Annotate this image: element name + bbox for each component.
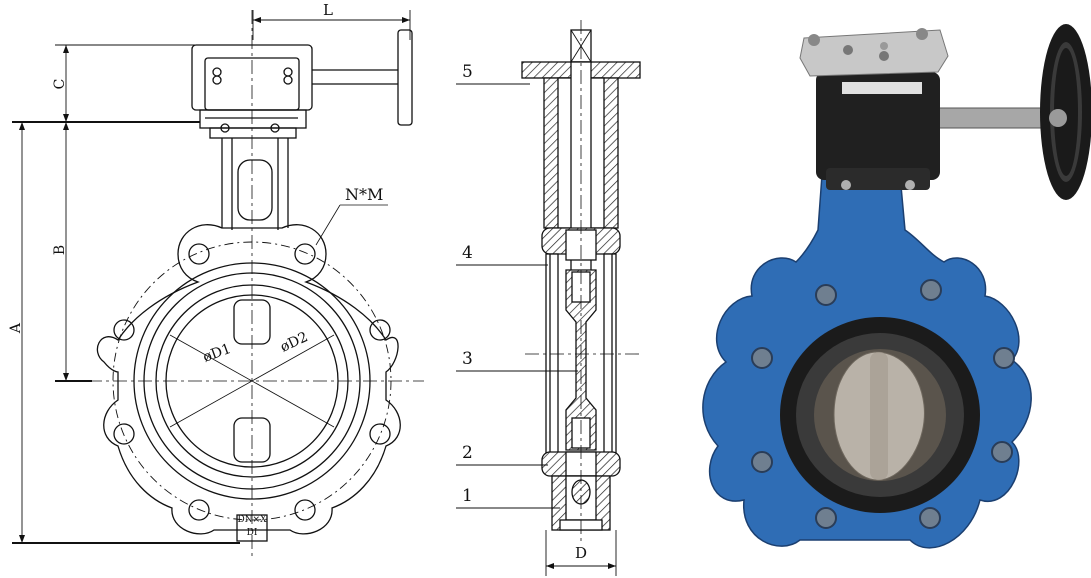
dim-d-label: D xyxy=(575,544,587,562)
part-label-4: 4 xyxy=(462,243,473,263)
handwheel-shaft xyxy=(934,107,1046,129)
gearbox-drawing xyxy=(191,29,413,139)
valve-product-photo xyxy=(702,24,1091,549)
dimension-a: A xyxy=(8,122,240,544)
dimension-b: B xyxy=(52,122,92,382)
body-mark-dn: DN×X xyxy=(237,515,267,525)
part-label-2: 2 xyxy=(462,443,473,463)
dim-b-label: B xyxy=(52,245,68,255)
dimension-l: L xyxy=(252,1,411,40)
d2-label: øD2 xyxy=(278,329,311,356)
bolt-holes xyxy=(751,279,1015,529)
d1-label: øD1 xyxy=(201,341,233,366)
dim-a-label: A xyxy=(8,322,24,334)
bolt-spec-label: N*M xyxy=(345,185,383,204)
section-view-drawing: D 5 4 3 2 1 xyxy=(456,20,641,576)
dimension-c: C xyxy=(52,44,195,122)
dim-c-label: C xyxy=(52,79,68,90)
handwheel-icon xyxy=(1040,24,1091,200)
neck-drawing xyxy=(221,138,289,230)
front-view-drawing: L C B A xyxy=(8,1,424,560)
part-label-5: 5 xyxy=(462,62,473,82)
gearbox-body xyxy=(816,72,940,180)
lug-body-drawing xyxy=(88,10,424,560)
body-mark-di: DI xyxy=(247,528,258,538)
dim-l-label: L xyxy=(323,1,333,19)
part-label-1: 1 xyxy=(462,486,473,506)
part-label-3: 3 xyxy=(462,349,473,369)
gearbox-cap xyxy=(799,29,949,77)
